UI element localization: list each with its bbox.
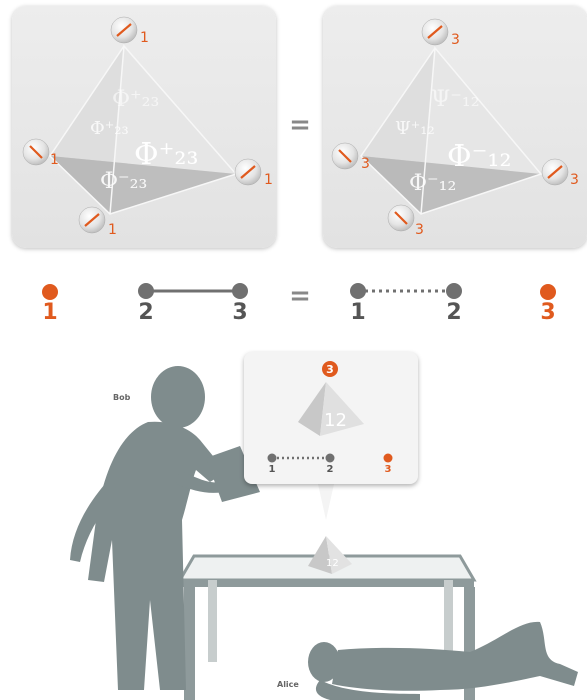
atom-left: 3 bbox=[332, 143, 370, 172]
svg-text:1: 1 bbox=[108, 222, 117, 238]
qubit-node-3-left bbox=[232, 283, 248, 299]
callout-node-1 bbox=[268, 454, 277, 463]
qubit-label-1-right: 1 bbox=[350, 302, 365, 324]
svg-text:3: 3 bbox=[361, 156, 370, 172]
svg-text:12: 12 bbox=[326, 558, 339, 569]
bob-label: Bob bbox=[113, 393, 130, 402]
equals-sign-middle: = bbox=[289, 283, 311, 309]
atom-top: 3 bbox=[422, 19, 460, 48]
bob-silhouette bbox=[70, 366, 260, 690]
face-label-left: Ψ⁺₁₂ bbox=[395, 118, 435, 139]
qubit-label-3-right: 3 bbox=[540, 302, 555, 324]
svg-text:3: 3 bbox=[415, 222, 424, 238]
face-label-left: Φ⁺₂₃ bbox=[90, 118, 129, 139]
atom-left: 1 bbox=[23, 139, 59, 168]
qubit-node-3-right bbox=[540, 284, 556, 300]
qubit-node-2-left bbox=[138, 283, 154, 299]
qubit-node-1-left bbox=[42, 284, 58, 300]
qubit-label-2-right: 2 bbox=[446, 302, 461, 324]
atom-top: 1 bbox=[111, 17, 149, 46]
qubit-node-2-right bbox=[446, 283, 462, 299]
face-label-bottom: Φ⁻₁₂ bbox=[409, 171, 456, 196]
qubit-node-1-right bbox=[350, 283, 366, 299]
alice-label: Alice bbox=[277, 680, 299, 689]
atom-right: 3 bbox=[542, 159, 579, 188]
callout-pyramid-label: 12 bbox=[324, 410, 347, 431]
top-right-tetrahedron-panel: Ψ⁺₁₂ Ψ⁻₁₂ Φ⁻₁₂ Φ⁻₁₂ 3 3 3 3 bbox=[323, 6, 587, 248]
face-label-top: Ψ⁻₁₂ bbox=[431, 87, 480, 112]
svg-text:3: 3 bbox=[570, 172, 579, 188]
callout-node-2-label: 2 bbox=[327, 464, 334, 475]
callout-node-1-label: 1 bbox=[269, 464, 276, 475]
svg-text:1: 1 bbox=[50, 152, 59, 168]
qubit-label-3-left: 3 bbox=[232, 302, 247, 324]
table-pyramid: 12 bbox=[308, 536, 352, 574]
svg-text:1: 1 bbox=[140, 30, 149, 46]
glass-table bbox=[180, 556, 475, 700]
alice-silhouette bbox=[308, 622, 578, 700]
svg-text:1: 1 bbox=[264, 172, 273, 188]
face-label-top: Φ⁺₂₃ bbox=[112, 87, 159, 112]
qubit-label-2-left: 2 bbox=[138, 302, 153, 324]
tetrahedron-phi-12: Ψ⁺₁₂ Ψ⁻₁₂ Φ⁻₁₂ Φ⁻₁₂ 3 3 3 3 bbox=[323, 6, 587, 248]
measurement-callout: 3 12 1 2 3 bbox=[244, 352, 418, 484]
qubit-label-1-left: 1 bbox=[42, 302, 57, 324]
callout-node-3-label: 3 bbox=[385, 464, 392, 475]
face-label-bottom: Φ⁻₂₃ bbox=[100, 169, 147, 194]
face-label-front: Φ⁻₁₂ bbox=[447, 139, 511, 174]
face-label-front: Φ⁺₂₃ bbox=[134, 137, 198, 172]
callout-pyramid: 12 bbox=[298, 382, 364, 436]
tetrahedron-phi-23: Φ⁺₂₃ Φ⁺₂₃ Φ⁺₂₃ Φ⁻₂₃ 1 1 1 1 bbox=[12, 6, 276, 248]
equals-sign-top: = bbox=[289, 112, 311, 138]
callout-node-2 bbox=[326, 454, 335, 463]
top-left-tetrahedron-panel: Φ⁺₂₃ Φ⁺₂₃ Φ⁺₂₃ Φ⁻₂₃ 1 1 1 1 bbox=[12, 6, 276, 248]
callout-node-3 bbox=[384, 454, 393, 463]
callout-badge-label: 3 bbox=[326, 363, 334, 376]
atom-right: 1 bbox=[235, 159, 273, 188]
svg-text:3: 3 bbox=[451, 32, 460, 48]
